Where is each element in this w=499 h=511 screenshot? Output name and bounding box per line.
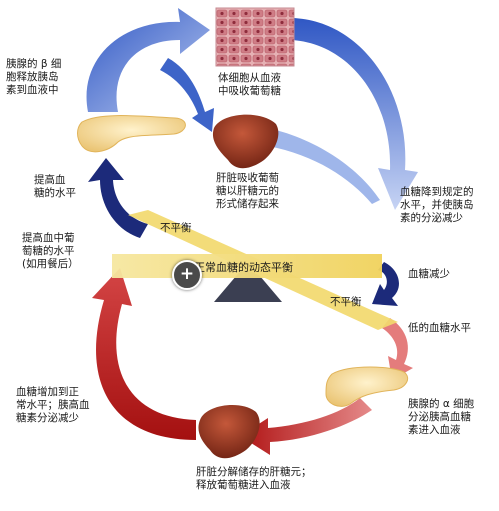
pancreas-alpha [325,366,409,407]
arrow-balance-to-pancreas [88,158,148,238]
label-blood-sugar-down: 血糖减少 [408,268,450,280]
label-high-blood-sugar: 提高血中葡 萄糖的水平 (如用餐后） [22,232,79,270]
label-liver-store: 肝脏吸收葡萄 糖以肝糖元的 形式储存起来 [216,172,279,210]
arrow-liver-to-balance [92,268,196,440]
body-cells-image [215,7,295,67]
fulcrum [214,262,282,302]
label-body-cells: 体细胞从血液 中吸收葡萄糖 [218,72,281,97]
arrow-low-to-pancreas [382,318,413,380]
arrow-pancreas-to-liver-bottom [240,398,372,455]
label-liver-release: 肝脏分解储存的肝糖元； 释放葡萄糖进入血液 [196,466,312,491]
liver-top [212,114,279,169]
label-pancreas-release: 胰腺的 β 细 胞释放胰岛 素到血液中 [6,58,62,96]
pancreas-beta [77,115,186,153]
label-raise-blood-sugar: 提高血 糖的水平 [34,174,76,199]
arrow-pancreas-to-liver [160,58,214,132]
label-alpha-cells: 胰腺的 α 细胞 分泌胰高血糖 素进入血液 [408,398,475,436]
arrow-pancreas-to-cells [86,8,210,112]
label-rise-normal: 血糖增加到正 常水平；胰高血 糖素分泌减少 [16,386,90,424]
zoom-plus-icon[interactable]: + [172,260,202,290]
arrow-liver-right [268,128,380,204]
arrow-cells-to-balance [292,18,418,210]
label-imbalance-top: 不平衡 [160,222,192,234]
label-low-blood-sugar: 低的血糖水平 [408,322,471,334]
label-balance-center: 正常血糖的动态平衡 [194,261,293,274]
label-imbalance-bottom: 不平衡 [330,296,362,308]
arrow-blood-sugar-down [372,262,399,306]
label-drop-normal: 血糖降到规定的 水平，并使胰岛 素的分泌减少 [400,186,474,224]
liver-bottom [198,405,260,459]
